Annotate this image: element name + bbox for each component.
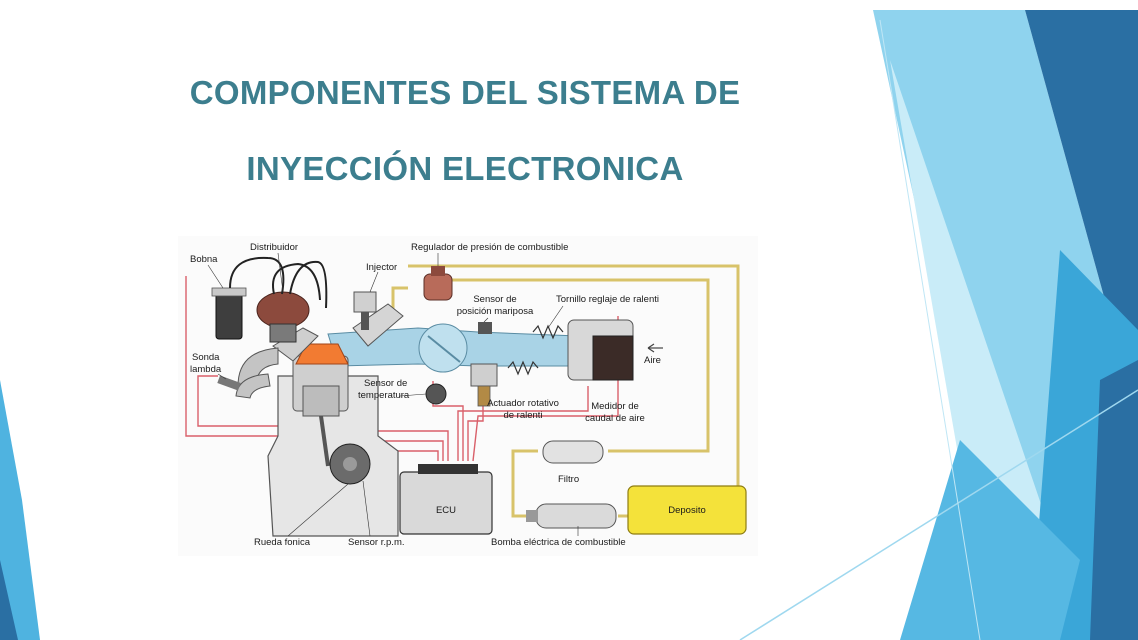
air-duct <box>327 323 579 373</box>
label-aire: Aire <box>644 355 661 366</box>
label-sensor-mariposa-1: Sensor de <box>473 294 516 305</box>
deco-facet-pale <box>890 60 1060 640</box>
label-regulador: Regulador de presión de combustible <box>411 242 568 253</box>
label-inyector: Injector <box>366 262 397 273</box>
injection-system-diagram: Bobna Distribuidor Injector Regulador de… <box>178 236 758 556</box>
temperature-sensor <box>425 383 447 405</box>
label-sensor-temp-2: temperatura <box>358 390 410 401</box>
label-sensor-temp-1: Sensor de <box>364 378 407 389</box>
label-sonda-1: Sonda <box>192 352 220 363</box>
deco-left-sliver-dark <box>0 560 18 640</box>
injector <box>353 291 377 330</box>
ignition-coil <box>211 287 247 340</box>
label-sensor-rpm: Sensor r.p.m. <box>348 537 405 548</box>
label-rueda-fonica: Rueda fonica <box>254 537 311 548</box>
slide-title-line-1: COMPONENTES DEL SISTEMA DE <box>189 74 741 111</box>
lambda-sensor <box>217 375 241 391</box>
deco-thin-line-2 <box>879 19 981 640</box>
label-bobina: Bobna <box>190 254 218 265</box>
leader-lines <box>207 252 579 537</box>
ecu-unit <box>399 464 493 535</box>
distributor <box>256 291 310 343</box>
label-medidor-2: caudal de aire <box>585 413 645 424</box>
tone-wheel <box>329 443 371 485</box>
label-deposito: Deposito <box>668 505 706 516</box>
label-medidor-1: Medidor de <box>591 401 639 412</box>
fuel-tank <box>627 485 747 535</box>
slide-title-line-2: INYECCIÓN ELECTRONICA <box>246 150 684 187</box>
label-actuador-2: de ralenti <box>503 410 542 421</box>
label-ecu: ECU <box>436 505 456 516</box>
label-sensor-mariposa-2: posición mariposa <box>457 306 534 317</box>
label-distribuidor: Distribuidor <box>250 242 298 253</box>
diagram-labels: Bobna Distribuidor Injector Regulador de… <box>190 242 706 548</box>
deco-facet-deep <box>1090 360 1138 640</box>
label-sonda-2: lambda <box>190 364 222 375</box>
deco-facet-mid-2 <box>900 440 1080 640</box>
exhaust-manifold <box>235 347 279 399</box>
deco-left-sliver <box>0 380 40 640</box>
pressure-regulator <box>423 266 453 301</box>
idle-actuator <box>470 363 498 407</box>
idle-screw-spring <box>532 324 564 340</box>
fuel-pump <box>526 503 617 529</box>
deco-thin-line <box>739 389 1138 640</box>
idle-actuator-spring <box>507 360 539 376</box>
label-filtro: Filtro <box>558 474 579 485</box>
throttle-sensor <box>478 322 492 334</box>
ignition-wires <box>229 256 328 309</box>
fuel-filter <box>542 440 604 464</box>
label-tornillo: Tornillo reglaje de ralenti <box>556 294 659 305</box>
label-bomba: Bomba eléctrica de combustible <box>491 537 626 548</box>
air-flow-meter <box>567 319 663 381</box>
label-actuador-1: Actuador rotativo <box>487 398 559 409</box>
